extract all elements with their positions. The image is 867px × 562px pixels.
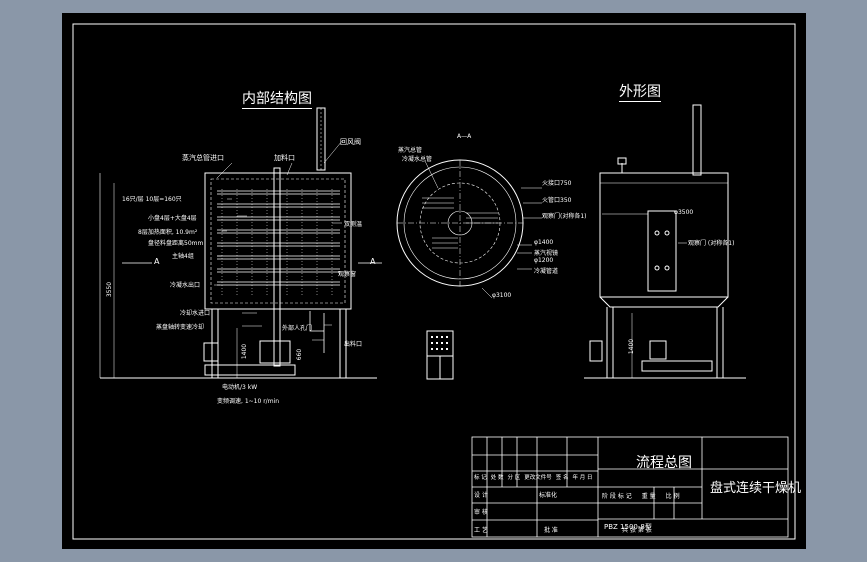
label-sheet: 共 张 第 张	[622, 527, 652, 534]
feed-motor	[203, 342, 219, 362]
plan-label-l2: 冷凝水总管	[402, 156, 433, 163]
row-header: 签 名	[555, 475, 569, 481]
label-cold-water: 冷凝水出口	[170, 282, 201, 289]
plan-label-l1: 蒸汽总管	[398, 147, 423, 154]
label-inspection: 观察窗	[338, 271, 357, 278]
label-outer-door: 外部人孔门	[282, 325, 313, 332]
plan-label-r6: φ1200	[534, 257, 554, 264]
ext-motor-left	[589, 340, 603, 362]
label-small-plate: 小盘4层+大盘4层	[148, 215, 197, 222]
row-header: 分 区	[507, 475, 521, 481]
stage-header: 阶 段 标 记	[602, 493, 632, 500]
drawing-svg	[72, 23, 796, 540]
drive-base	[204, 364, 296, 376]
row-header: 年 月 日	[572, 475, 593, 481]
gear-motor	[259, 340, 291, 364]
dim-overall: 3550	[106, 281, 114, 298]
ext-dim-1400: 1400	[628, 338, 636, 355]
row-header: 更改文件号	[524, 475, 552, 481]
drawing-border	[72, 23, 796, 540]
title-model: PBZ 1500-8型	[604, 523, 652, 531]
title-product-name: 盘式连续干燥机	[710, 481, 802, 496]
plan-label-r1: 火接口750	[542, 180, 572, 187]
label-speed: 变频调速, 1~10 r/min	[217, 398, 280, 405]
plan-view	[396, 159, 542, 299]
label-approve: 批 准	[544, 527, 558, 534]
role-review: 审 核	[474, 509, 488, 516]
label-thermometer: 双测温	[344, 221, 363, 228]
label-feed-inlet: 加料口	[274, 154, 295, 162]
internal-view-title: 内部结构图	[242, 88, 312, 109]
ext-label-door: 观察门 (对称各1)	[688, 240, 735, 247]
internal-structure-view	[99, 107, 454, 380]
text-layer: 内部结构图 外形图 蒸汽总管进口 加料口 回风阀 16只/层 10层=160只 …	[62, 13, 806, 549]
plan-label-r5: 蒸汽视镜	[534, 250, 559, 257]
plan-label-r3: 观察门(对称各1)	[542, 213, 587, 220]
title-drawing-name: 流程总图	[636, 455, 692, 471]
stage-headers: 阶 段 标 记 重 量 比 例	[602, 491, 680, 500]
label-layers: 16只/层 10层=160只	[122, 196, 182, 203]
label-drive-detail: 盘径料盘距离50mm	[148, 240, 204, 247]
label-wheel: 蒸盘轴转变速冷却	[156, 324, 205, 331]
trays	[217, 190, 340, 286]
ext-door	[647, 210, 677, 292]
dim-right: 660	[296, 348, 304, 361]
central-shaft	[273, 167, 281, 367]
plan-label-r4: φ1400	[534, 239, 554, 246]
label-exhaust: 回风阀	[340, 138, 361, 146]
label-steam-inlet: 蒸汽总管进口	[182, 154, 224, 162]
stage-header: 重 量	[641, 493, 656, 500]
drawing-canvas[interactable]: 内部结构图 外形图 蒸汽总管进口 加料口 回风阀 16只/层 10层=160只 …	[62, 13, 806, 549]
ext-dim-top: φ3500	[674, 209, 694, 216]
label-standardization: 标准化	[539, 492, 558, 499]
plan-label-r2: 火管口350	[542, 197, 572, 204]
plan-label-r7: 冷凝管道	[534, 268, 559, 275]
ext-body	[599, 172, 729, 298]
section-ref-a-left: A	[154, 257, 160, 266]
section-ref-a-right: A	[370, 257, 376, 266]
title-row-headers: 标 记 处 数 分 区 更改文件号 签 名 年 月 日	[474, 473, 593, 481]
plan-label-b1: φ3100	[492, 292, 512, 299]
row-header: 处 数	[490, 475, 504, 481]
dim-1400: 1400	[241, 343, 249, 360]
stage-header: 比 例	[665, 493, 680, 500]
label-main-shaft: 主轴4组	[172, 253, 194, 260]
label-motor: 电动机/3 kW	[222, 384, 258, 391]
external-view-title: 外形图	[619, 81, 661, 102]
title-block	[471, 436, 789, 538]
row-header: 标 记	[474, 475, 487, 481]
role-process: 工 艺	[474, 527, 488, 534]
external-view	[584, 104, 746, 379]
role-design: 设 计	[474, 492, 488, 499]
label-discharge: 出料口	[344, 341, 363, 348]
dryer-body	[204, 172, 352, 310]
ext-chimney	[692, 104, 702, 176]
label-spiral-out: 冷却水进口	[180, 310, 211, 317]
ext-gear-motor	[649, 340, 667, 360]
label-heating-area: 8层加热面积, 10.9m²	[138, 229, 198, 236]
plan-top-note: A—A	[457, 133, 472, 140]
